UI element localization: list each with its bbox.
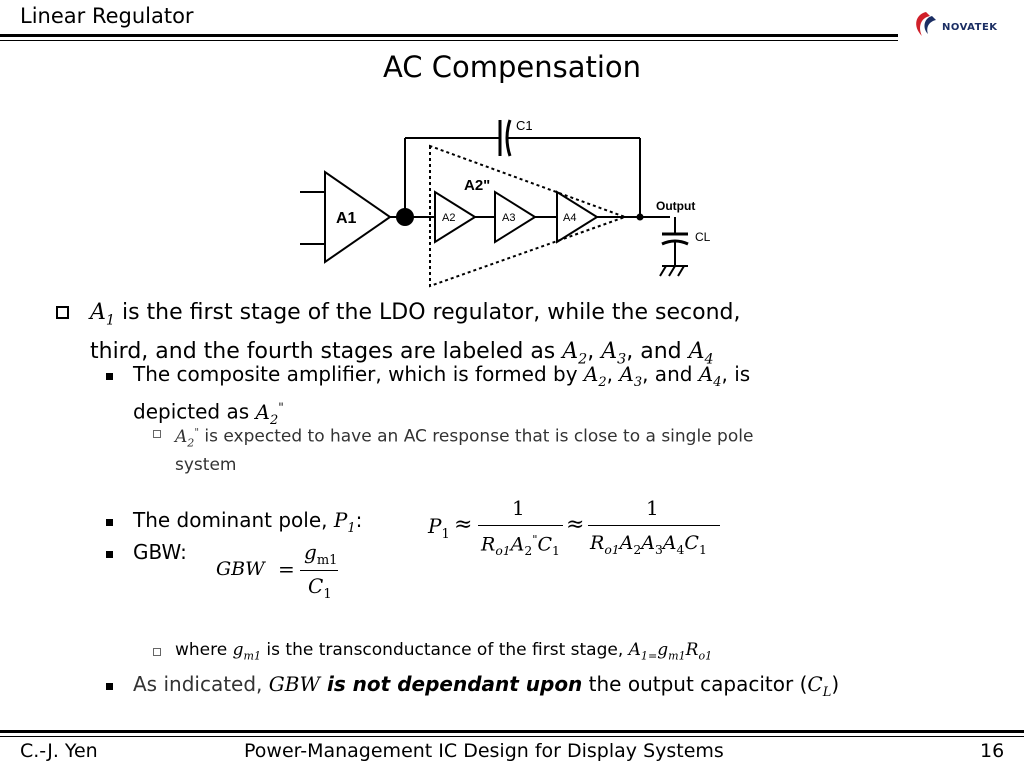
novatek-logo bbox=[916, 12, 936, 36]
bullet-single-pole: A2" is expected to have an AC response t… bbox=[175, 426, 754, 476]
square-bullet bbox=[106, 683, 113, 690]
label-a3: A3 bbox=[502, 212, 515, 224]
hollow-square-bullet bbox=[56, 306, 69, 319]
formula-dominant-pole: P1 ≈ 1 Ro1A2"C1 ≈ 1 Ro1A2A3A4C1 bbox=[428, 496, 728, 568]
header-rule bbox=[0, 34, 898, 37]
c1-plate-right bbox=[505, 119, 512, 157]
ground-hatch-1 bbox=[659, 265, 667, 277]
label-a2: A2 bbox=[442, 212, 455, 224]
bullet-stages-text: A1 is the first stage of the LDO regulat… bbox=[90, 300, 741, 368]
label-a2pp: A2" bbox=[464, 177, 490, 194]
a1-triangle bbox=[324, 170, 392, 264]
a2pp-dotted-triangle bbox=[429, 144, 628, 288]
bullet-conclusion: As indicated, GBW is not dependant upon … bbox=[133, 672, 840, 700]
footer-course: Power-Management IC Design for Display S… bbox=[244, 740, 724, 762]
logo-swoosh-blue bbox=[924, 16, 936, 34]
logo-text: NOVATEK bbox=[942, 22, 998, 33]
ground-hatch-2 bbox=[668, 265, 676, 277]
fraction-bar bbox=[300, 570, 338, 571]
label-a4: A4 bbox=[563, 212, 576, 224]
a2-triangle bbox=[434, 190, 477, 244]
slide-title: AC Compensation bbox=[382, 50, 642, 84]
circuit-diagram: C1 A2" A1 A2 A3 A4 Output CL bbox=[300, 118, 711, 288]
cl-plate-bottom bbox=[661, 239, 689, 246]
hollow-square-bullet-small bbox=[153, 648, 161, 656]
square-bullet bbox=[106, 373, 113, 380]
node-a1-output bbox=[396, 208, 414, 226]
label-cl: CL bbox=[695, 230, 711, 244]
square-bullet bbox=[106, 519, 113, 526]
label-a1: A1 bbox=[336, 210, 357, 227]
ground-hatch-3 bbox=[677, 265, 685, 277]
header-rule-thin bbox=[0, 40, 898, 41]
footer-page-number: 16 bbox=[980, 740, 1005, 762]
square-bullet bbox=[106, 551, 113, 558]
node-output bbox=[636, 213, 644, 221]
fraction-bar bbox=[478, 525, 563, 526]
label-output: Output bbox=[656, 199, 695, 213]
header-title: Linear Regulator bbox=[20, 4, 194, 28]
bullet-gbw: GBW: bbox=[133, 540, 187, 564]
formula-gbw: GBW = gm1 C1 bbox=[216, 540, 338, 602]
bullet-transconductance: where gm1 is the transconductance of the… bbox=[175, 640, 713, 663]
footer-rule bbox=[0, 730, 1024, 733]
logo-swoosh-red bbox=[916, 12, 930, 36]
label-c1: C1 bbox=[516, 118, 533, 133]
hollow-square-bullet-small bbox=[153, 430, 161, 438]
a3-triangle bbox=[494, 190, 537, 244]
a4-triangle bbox=[556, 190, 599, 244]
bullet-dominant-pole: The dominant pole, P1: bbox=[133, 508, 363, 536]
fraction-bar bbox=[588, 525, 720, 526]
footer-author: C.-J. Yen bbox=[20, 740, 98, 762]
bullet-stages: A1 is the first stage of the LDO regulat… bbox=[56, 297, 956, 376]
bullet-composite-amplifier: The composite amplifier, which is formed… bbox=[133, 362, 751, 428]
math-a1: A1 bbox=[90, 300, 115, 329]
footer-rule-thin bbox=[0, 736, 1024, 737]
